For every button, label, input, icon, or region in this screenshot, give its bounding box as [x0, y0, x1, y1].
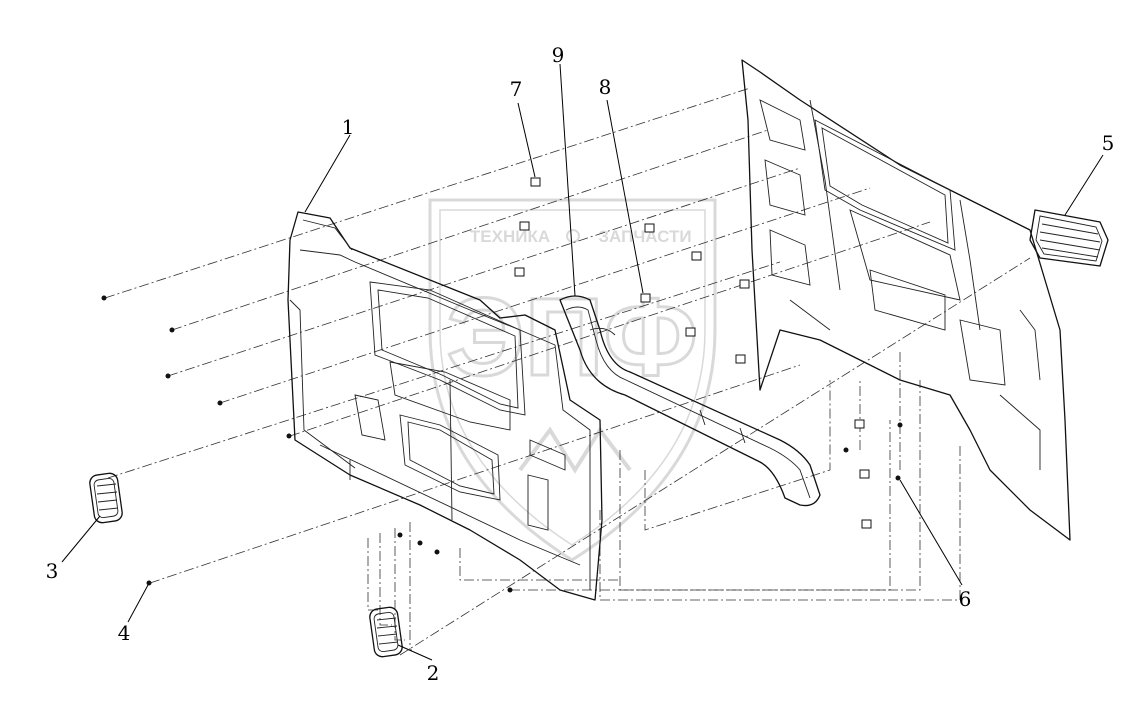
callout-5: 5 [1102, 131, 1115, 155]
air-duct [559, 295, 821, 507]
watermark-caption-right: ЗАПЧАСТИ [598, 227, 691, 246]
watermark-gear-icon [566, 229, 580, 243]
clips [514, 177, 872, 529]
clip-8 [640, 293, 651, 303]
side-trim-panel [741, 59, 1071, 541]
callout-1: 1 [342, 115, 355, 139]
callout-2: 2 [427, 661, 440, 685]
watermark: ЭПФ ТЕХНИКА ЗАПЧАСТИ [428, 198, 717, 562]
callout-3: 3 [46, 559, 59, 583]
clip-7 [530, 177, 541, 187]
screws [101, 295, 903, 593]
callout-9: 9 [552, 43, 565, 67]
callout-4: 4 [118, 621, 131, 645]
screw-6 [895, 475, 901, 481]
watermark-caption-left: ТЕХНИКА [470, 227, 550, 246]
callout-6: 6 [959, 587, 972, 611]
side-vent-grille [1029, 209, 1109, 267]
callout-7: 7 [510, 77, 523, 101]
grille-bottom [369, 606, 403, 658]
callout-8: 8 [599, 75, 612, 99]
screw [101, 295, 107, 301]
callouts: 1 2 3 4 5 6 7 8 9 [46, 43, 1115, 685]
rear-trim-panel [287, 211, 603, 601]
watermark-letters: ЭПФ [446, 276, 697, 399]
grille-left [89, 472, 123, 524]
leader-lines [61, 63, 1104, 661]
screw-4 [146, 580, 152, 586]
